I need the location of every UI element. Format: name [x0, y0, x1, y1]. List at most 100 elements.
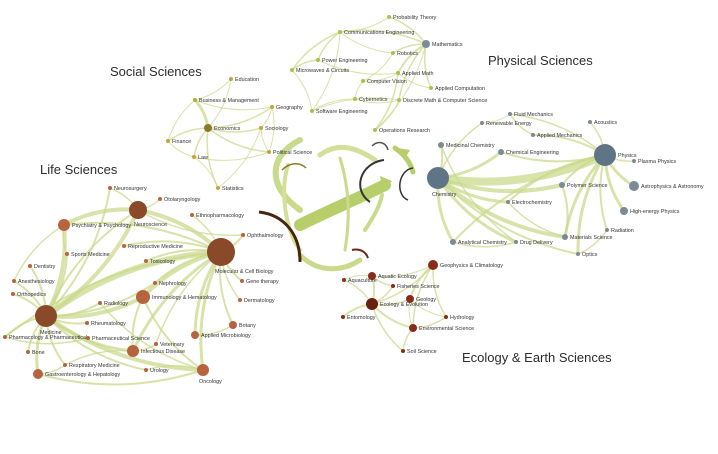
node-label: Ecology & Evolution: [380, 302, 428, 308]
node-sociology: Sociology: [259, 126, 289, 132]
node-hydrology: Hydrology: [444, 315, 475, 321]
node-marker: [197, 364, 209, 376]
node-marker: [166, 139, 170, 143]
node-pharmaceutical-science: Pharmaceutical Science: [86, 336, 150, 342]
node-marker: [594, 144, 616, 166]
arc-social-life-inner: [282, 163, 302, 252]
node-label: Anesthesiology: [18, 279, 55, 285]
node-label: Mathematics: [432, 42, 463, 48]
node-label: Molecular & Cell Biology: [215, 269, 274, 275]
node-marker: [241, 233, 245, 237]
node-marker: [144, 259, 148, 263]
node-political-science: Political Science: [267, 150, 312, 156]
cluster-link-arcs: [258, 137, 416, 272]
node-label: Urology: [150, 368, 169, 374]
node-label: Soil Science: [407, 349, 437, 355]
node-label: Hydrology: [450, 315, 475, 321]
cluster-title-physical-sciences: Physical Sciences: [488, 53, 593, 68]
node-applied-math: Applied Math: [396, 71, 433, 77]
edge-chemistry-optics: [437, 177, 579, 255]
node-marker: [366, 298, 378, 310]
node-label: Orthopedics: [17, 292, 46, 298]
node-applied-computation: Applied Computation: [429, 86, 485, 92]
edge-software-engineering-microwaves-circuits: [291, 69, 313, 112]
edge-physics-optics: [576, 153, 607, 256]
node-label: Botany: [239, 323, 256, 329]
node-marker: [154, 342, 158, 346]
node-botany: Botany: [229, 321, 256, 329]
ring-physical-sciences: [359, 159, 385, 203]
node-ophthalmology: Ophthalmology: [241, 233, 284, 239]
node-ethnopharmacology: Ethnopharmacology: [190, 213, 244, 219]
edge-computer-vision-robotics: [362, 52, 394, 82]
node-software-engineering: Software Engineering: [310, 109, 368, 115]
node-chemistry: Chemistry: [427, 167, 457, 198]
edge-communications-engineering-microwaves-circuits: [291, 31, 341, 71]
node-marker: [86, 336, 90, 340]
node-marker: [35, 305, 57, 327]
node-label: Robotics: [397, 51, 418, 57]
node-label: Radiation: [611, 228, 634, 234]
edge-analytical-chemistry-drug-delivery: [452, 241, 517, 248]
node-label: Toxicology: [150, 259, 175, 265]
edge-medicine-neurosurgery: [45, 187, 111, 317]
edge-economics-political-science: [207, 127, 270, 153]
node-urology: Urology: [144, 368, 169, 374]
node-computer-vision: Computer Vision: [361, 79, 407, 85]
node-label: Statistics: [222, 186, 244, 192]
edge-psychiatry-psychology-anesthesiology: [13, 224, 65, 282]
node-marker: [240, 279, 244, 283]
edge-economics-education: [207, 78, 232, 129]
node-label: Sociology: [265, 126, 289, 132]
edge-electrochemistry-materials-science: [507, 201, 566, 238]
node-marker: [629, 181, 639, 191]
node-label: Neuroscience: [134, 222, 167, 228]
node-label: Dentistry: [34, 264, 56, 270]
node-marker: [422, 40, 430, 48]
node-electrochemistry: Electrochemistry: [506, 200, 552, 206]
arc-math-physical: [392, 145, 416, 175]
node-marker: [229, 77, 233, 81]
node-label: Medicine: [40, 330, 62, 336]
node-marker: [373, 128, 377, 132]
node-veterinary: Veterinary: [154, 342, 185, 348]
node-marker: [361, 79, 365, 83]
edge-power-engineering-applied-math: [317, 59, 399, 75]
node-marker: [401, 349, 405, 353]
node-label: Geography: [276, 105, 303, 111]
edge-economics-geography: [207, 106, 273, 129]
edge-geophysics-hydrology: [432, 264, 447, 318]
node-marker: [216, 186, 220, 190]
edge-statistics-sociology: [217, 127, 262, 189]
node-law: Law: [192, 155, 208, 161]
edge-physics-fluid-mechanics: [509, 113, 606, 156]
node-discrete-math: Discrete Math & Computer Science: [397, 98, 487, 104]
node-label: Aquatic Ecology: [378, 274, 417, 280]
edge-computer-vision-applied-math: [362, 72, 399, 82]
edge-statistics-law: [193, 156, 219, 189]
edge-communications-engineering-power-engineering: [317, 31, 341, 61]
node-marker: [508, 112, 512, 116]
edge-economics-law: [193, 127, 209, 158]
node-marker: [391, 284, 395, 288]
edge-economics-statistics: [206, 127, 219, 189]
edge-molecular-cell-biology-infectious-disease: [131, 250, 223, 353]
node-label: Microwaves & Circuits: [296, 68, 349, 74]
node-label: Software Engineering: [316, 109, 368, 115]
node-label: Applied Computation: [435, 86, 485, 92]
node-marker: [559, 182, 565, 188]
node-marker: [290, 68, 294, 72]
node-marker: [12, 279, 16, 283]
node-label: Aquaculture: [348, 278, 377, 284]
edge-mathematics-communications-engineering: [339, 29, 427, 45]
arrowhead-life-physical: [380, 176, 392, 190]
node-label: Oncology: [199, 379, 222, 385]
node-marker: [397, 98, 401, 102]
node-marker: [605, 228, 609, 232]
arc-life-physical: [294, 179, 391, 231]
node-aquaculture: Aquaculture: [342, 278, 377, 284]
node-marker: [270, 105, 274, 109]
node-medicine: Medicine: [35, 305, 62, 336]
node-physics: Physics: [594, 144, 637, 166]
